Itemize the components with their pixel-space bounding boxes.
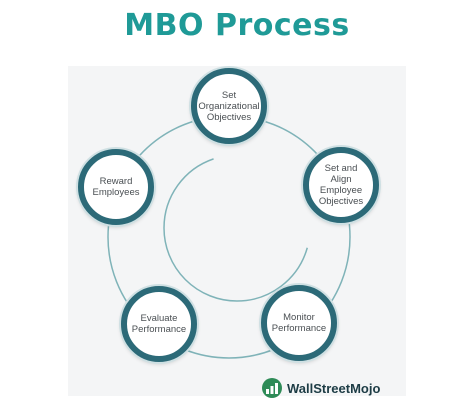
brand-mark-icon (262, 378, 282, 398)
step-reward-employees: Reward Employees (78, 149, 154, 225)
brand-name: WallStreetMojo (287, 380, 381, 396)
step-align-employee-objectives: Set and Align Employee Objectives (303, 147, 379, 223)
inner-cycle-ring (163, 154, 311, 302)
brand-logo: WallStreetMojo (261, 377, 380, 399)
step-label: Set and Align Employee Objectives (318, 163, 364, 207)
step-label: Set Organizational Objectives (198, 89, 260, 123)
step-monitor-performance: Monitor Performance (261, 285, 337, 361)
step-label: Evaluate Performance (131, 313, 187, 335)
step-set-organizational-objectives: Set Organizational Objectives (191, 68, 267, 144)
step-label: Monitor Performance (271, 312, 327, 334)
step-evaluate-performance: Evaluate Performance (121, 286, 197, 362)
page-title: MBO Process (124, 8, 350, 43)
step-label: Reward Employees (92, 176, 140, 198)
